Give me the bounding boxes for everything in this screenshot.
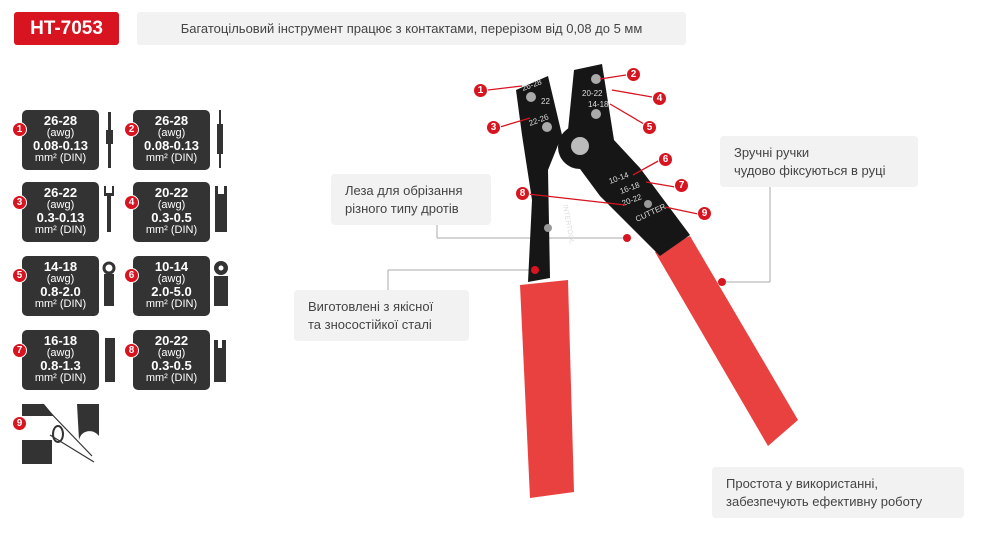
badge-1: 1: [12, 122, 27, 137]
tool-badge-2: 2: [626, 67, 641, 82]
tool-badge-9: 9: [697, 206, 712, 221]
ring-terminal-icon: [102, 261, 116, 306]
fork-insulated-icon: [215, 186, 227, 232]
callout-ease: Простота у використанні,забезпечують ефе…: [712, 467, 964, 519]
tool-badge-4: 4: [652, 91, 667, 106]
tool-badge-8: 8: [515, 186, 530, 201]
badge-3: 3: [12, 195, 27, 210]
badge-5: 5: [12, 268, 27, 283]
pin-terminal-icon: [106, 112, 113, 168]
right-handle: [655, 236, 798, 446]
badge-6: 6: [124, 268, 139, 283]
svg-text:INTERTOOL: INTERTOOL: [561, 204, 575, 245]
spade-insulated-icon: [214, 340, 226, 382]
badge-4: 4: [124, 195, 139, 210]
left-jaw: [516, 76, 562, 282]
cutter-icon: [22, 403, 99, 464]
pivot-bolt: [571, 137, 589, 155]
left-handle: [520, 280, 574, 498]
fork-terminal-icon: [104, 186, 114, 232]
ring-insulated-icon: [214, 261, 228, 306]
tool-badge-7: 7: [674, 178, 689, 193]
svg-text:22: 22: [541, 97, 550, 106]
tool-badge-6: 6: [658, 152, 673, 167]
blade-terminal-icon: [217, 110, 223, 168]
badge-8: 8: [124, 343, 139, 358]
butt-connector-icon: [105, 338, 115, 382]
badge-2: 2: [124, 122, 139, 137]
description-banner: Багатоцільовий інструмент працює з конта…: [137, 12, 686, 45]
tool-badge-1: 1: [473, 83, 488, 98]
model-badge: HT-7053: [14, 12, 119, 45]
badge-7: 7: [12, 343, 27, 358]
svg-text:14-18: 14-18: [588, 100, 609, 109]
badge-9: 9: [12, 416, 27, 431]
tool-badge-5: 5: [642, 120, 657, 135]
tool-badge-3: 3: [486, 120, 501, 135]
svg-text:20-22: 20-22: [582, 89, 603, 98]
